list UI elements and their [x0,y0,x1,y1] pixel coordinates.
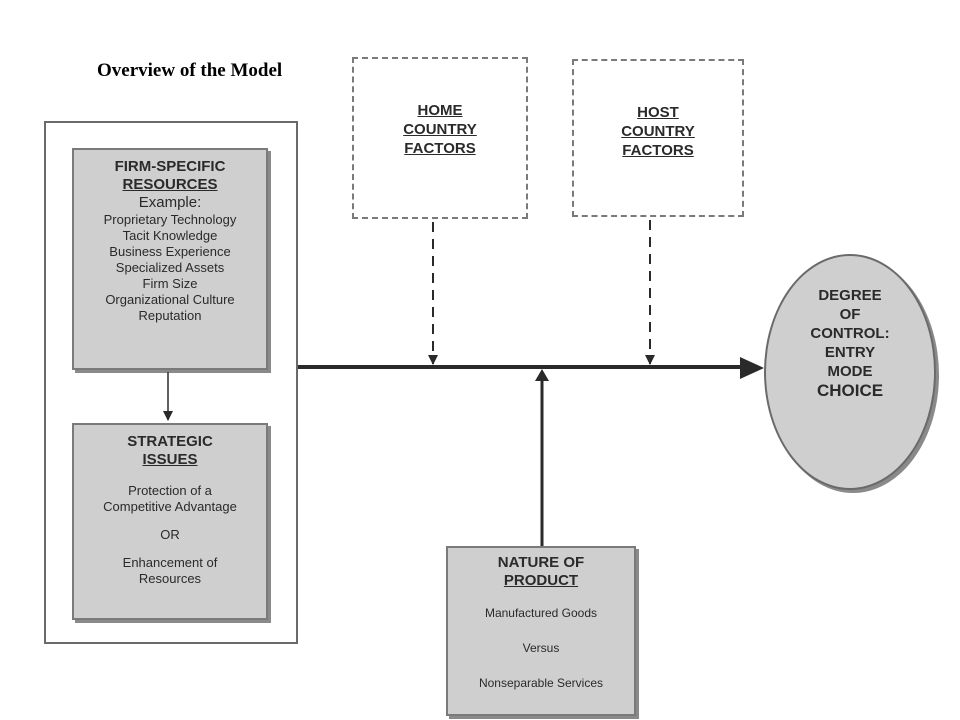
control-line: ENTRY [824,344,876,361]
product-line: Manufactured Goods [484,606,598,620]
resource-item: Specialized Assets [115,260,225,275]
control-line: OF [839,306,861,323]
resource-item: Business Experience [109,244,231,259]
product-heading-2: PRODUCT [503,572,579,589]
product-arrowhead [535,369,549,381]
page-title: Overview of the Model [97,60,283,81]
control-line: CONTROL: [810,325,890,342]
firm-resources-heading-1: FIRM-SPECIFIC [114,158,226,175]
resource-item: Reputation [138,308,202,323]
host-line: FACTORS [622,142,694,159]
strategic-line: Protection of a [128,483,212,498]
home-line: FACTORS [404,140,476,157]
resource-item: Proprietary Technology [103,212,237,227]
firm-specific-resources-box: FIRM-SPECIFIC RESOURCES Example: Proprie… [72,148,268,370]
host-line: HOST [637,104,679,121]
degree-of-control-ellipse: DEGREE OF CONTROL: ENTRY MODE CHOICE [764,254,936,490]
host-country-factors-box: HOST COUNTRY FACTORS [572,59,744,217]
strategic-line: Enhancement of [122,555,218,570]
product-heading-1: NATURE OF [497,554,585,571]
resource-item: Organizational Culture [105,292,235,307]
example-label: Example: [138,194,202,211]
product-line: Nonseparable Services [478,676,604,690]
control-line: MODE [827,363,873,380]
home-country-factors-box: HOME COUNTRY FACTORS [352,57,528,219]
home-line: HOME [417,102,463,119]
firm-resources-heading-2: RESOURCES [122,176,218,193]
control-line: DEGREE [818,287,882,304]
strategic-heading-1: STRATEGIC [127,433,213,450]
host-line: COUNTRY [621,123,695,140]
nature-of-product-box: NATURE OF PRODUCT Manufactured Goods Ver… [446,546,636,716]
home-line: COUNTRY [403,121,477,138]
strategic-line: Competitive Advantage [103,499,237,514]
resource-item: Tacit Knowledge [122,228,218,243]
strategic-heading-2: ISSUES [142,451,198,468]
control-line: CHOICE [816,381,884,400]
resource-item: Firm Size [142,276,198,291]
firm-frame [44,121,298,644]
strategic-issues-box: STRATEGIC ISSUES Protection of a Competi… [72,423,268,620]
strategic-line: Resources [138,571,202,586]
product-line: Versus [522,641,560,655]
main-flow-arrowhead [740,357,764,379]
strategic-or: OR [160,527,180,542]
